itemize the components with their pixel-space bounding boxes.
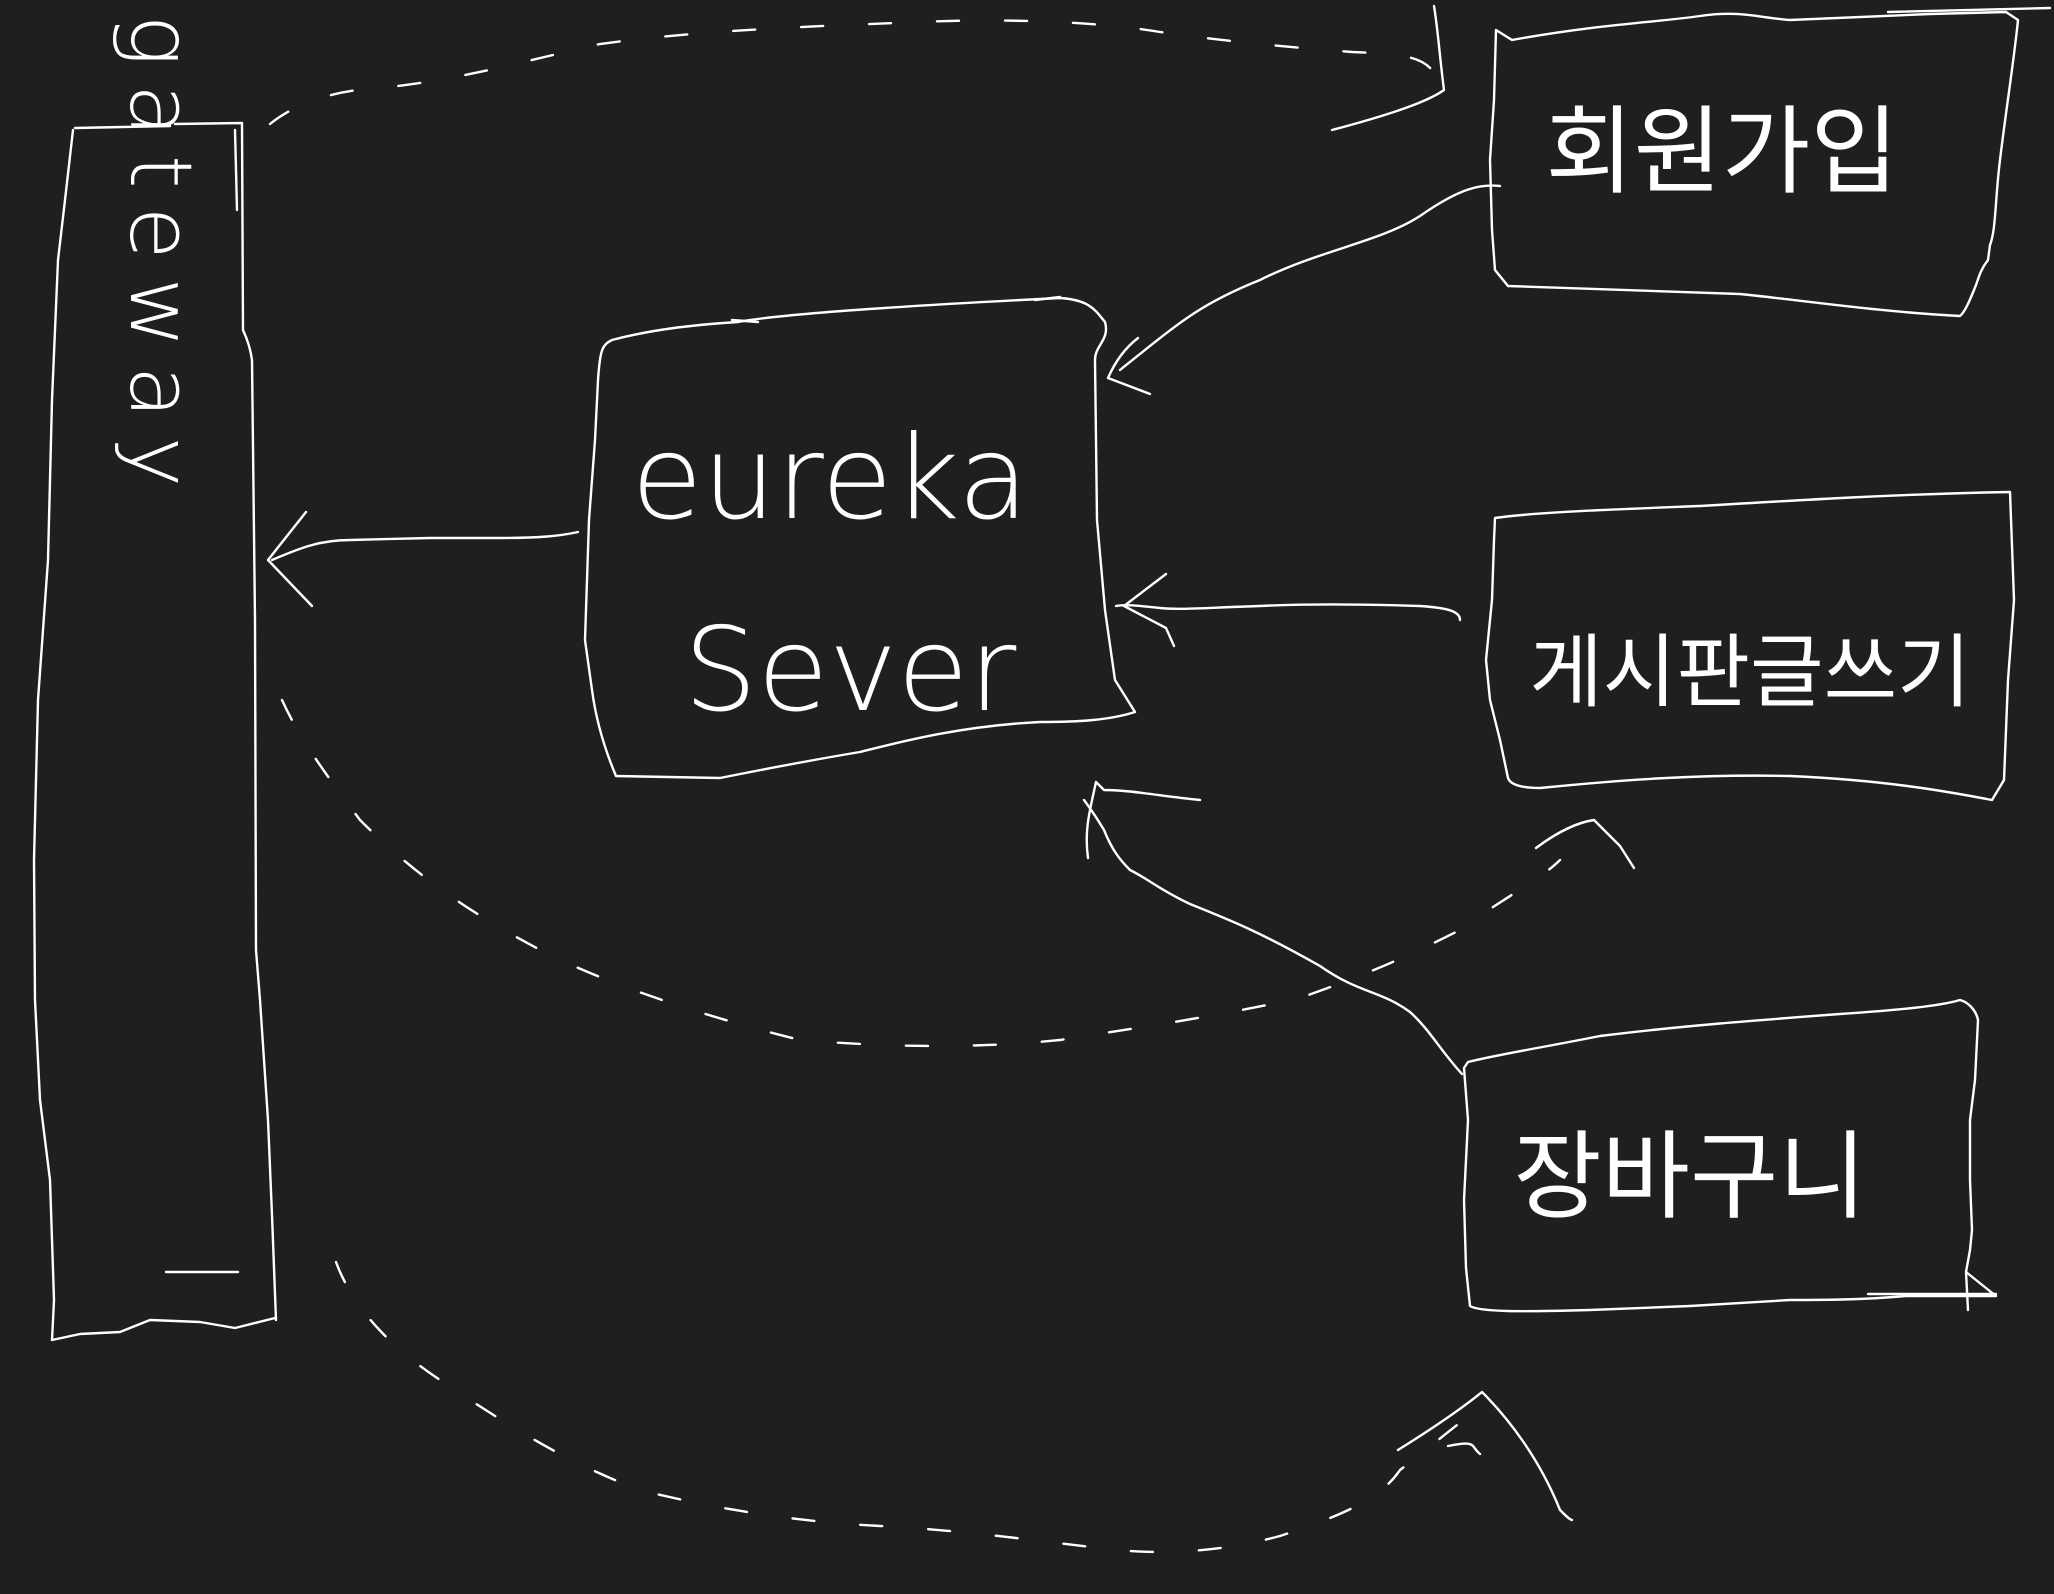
dashed-gateway-to-cart-head	[1396, 1390, 1574, 1522]
eureka-box-tick	[730, 295, 1062, 324]
dashed-gateway-to-board	[280, 698, 1562, 1048]
arrow-cart-to-eureka-head	[1085, 780, 1202, 860]
cart-box	[1462, 998, 1998, 1313]
gateway-box	[32, 121, 278, 1342]
dashed-gateway-to-cart	[334, 1260, 1482, 1554]
dashed-arrows	[268, 4, 1636, 1554]
signup-box-tick	[1886, 6, 2052, 14]
eureka-label-line1: eureka	[631, 411, 1029, 546]
arrow-eureka-to-gateway	[270, 530, 580, 562]
arrow-signup-to-eureka-head	[1106, 336, 1152, 396]
cart-node: 장바구니	[1462, 998, 1998, 1313]
board-box	[1484, 490, 2016, 802]
dashed-gateway-to-signup-head	[1330, 4, 1446, 132]
board-node: 게시판글쓰기	[1484, 490, 2016, 802]
eureka-label-line2: Sever	[684, 603, 1017, 738]
signup-box	[1488, 10, 2020, 318]
dashed-gateway-to-board-head	[1534, 818, 1636, 870]
gateway-node: gateway	[32, 15, 278, 1342]
dashed-gateway-to-signup	[268, 19, 1434, 126]
eureka-box	[583, 296, 1137, 780]
signup-node: 회원가입	[1488, 6, 2052, 318]
signup-label: 회원가입	[1545, 96, 1898, 208]
arrow-board-to-eureka	[1114, 603, 1462, 622]
gateway-box-inner-line	[233, 128, 239, 212]
arrow-board-to-eureka-head	[1122, 572, 1176, 648]
solid-arrows	[266, 184, 1502, 1076]
eureka-node: eureka Sever	[583, 295, 1137, 780]
cart-box-tick	[1866, 1270, 1998, 1312]
board-label: 게시판글쓰기	[1529, 626, 1971, 719]
arrow-cart-to-eureka	[1082, 798, 1464, 1076]
cart-label: 장바구니	[1513, 1121, 1866, 1233]
arrow-eureka-to-gateway-head	[266, 510, 314, 608]
gateway-label: gateway	[110, 15, 210, 506]
arrow-signup-to-eureka	[1118, 184, 1502, 372]
